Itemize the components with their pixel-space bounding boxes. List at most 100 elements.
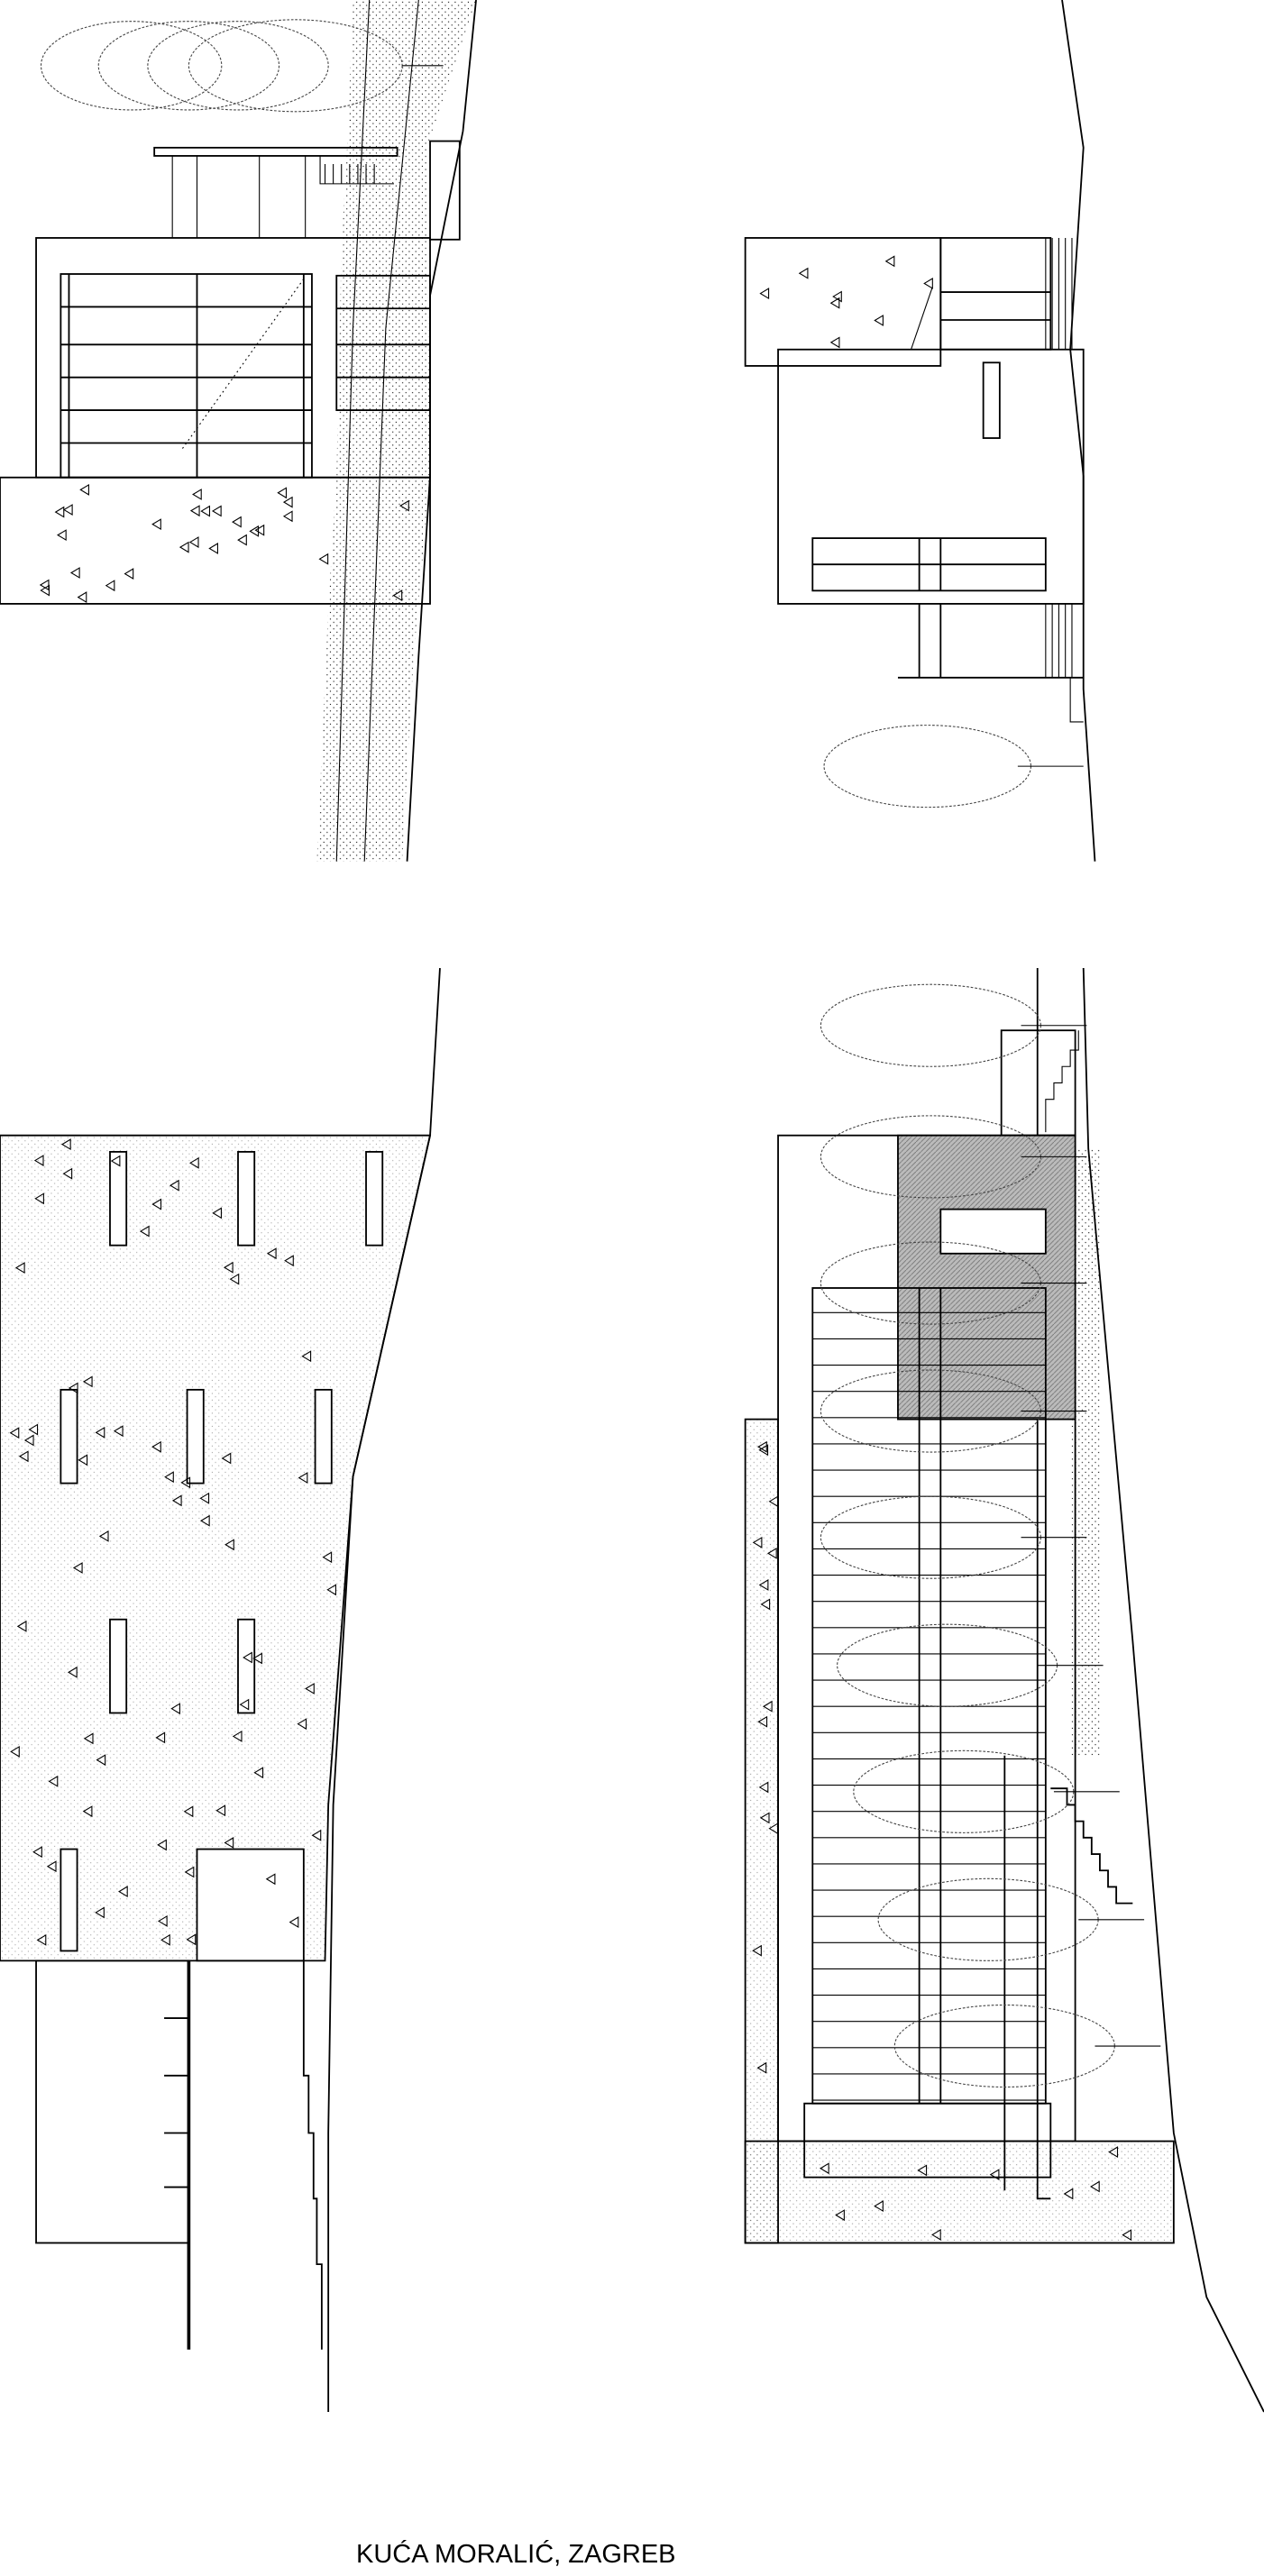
aggregate-mark <box>326 1584 336 1596</box>
aggregate-mark <box>759 1812 770 1824</box>
aggregate-mark <box>9 1427 20 1439</box>
aggregate-mark <box>284 1255 294 1267</box>
aggregate-mark <box>83 1732 94 1745</box>
aggregate-mark <box>757 1715 768 1728</box>
aggregate-mark <box>208 543 218 554</box>
aggregate-mark <box>189 505 200 517</box>
aggregate-mark <box>221 1452 232 1465</box>
aggregate-mark <box>139 1225 150 1238</box>
aggregate-mark <box>224 1837 234 1849</box>
aggregate-mark <box>239 1698 250 1711</box>
aggregate-mark <box>39 579 50 591</box>
aggregate-mark <box>819 2162 829 2175</box>
aggregate-mark <box>110 1155 121 1167</box>
aggregate-mark <box>188 1156 199 1169</box>
aggregate-mark <box>68 1382 78 1394</box>
aggregate-mark <box>752 1536 763 1548</box>
aggregate-mark <box>23 1434 34 1447</box>
aggregate-mark <box>179 541 189 553</box>
aggregate-mark <box>113 1425 124 1438</box>
aggregate-mark <box>759 288 770 300</box>
aggregate-mark <box>762 1700 773 1713</box>
aggregate-mark <box>183 1805 194 1818</box>
aggregate-mark <box>18 1450 29 1463</box>
drawing-title: KUĆA MORALIĆ, ZAGREB <box>356 2540 676 2569</box>
concrete-base <box>0 476 431 605</box>
elevation-top-right <box>744 0 1096 862</box>
aggregate-mark <box>829 297 840 309</box>
aggregate-mark <box>989 2169 1000 2181</box>
aggregate-mark <box>399 499 409 512</box>
elevation-bottom-left <box>0 967 441 2412</box>
aggregate-mark <box>311 1829 322 1841</box>
aggregate-mark <box>223 1261 234 1274</box>
aggregate-mark <box>884 255 895 268</box>
aggregate-mark <box>237 534 247 546</box>
aggregate-mark <box>155 1731 166 1744</box>
aggregate-mark <box>199 1492 210 1504</box>
aggregate-mark <box>931 2228 941 2241</box>
aggregate-mark <box>40 584 50 597</box>
aggregate-mark <box>151 1198 162 1210</box>
aggregate-mark <box>200 505 211 517</box>
aggregate-mark <box>105 580 115 592</box>
aggregate-mark <box>95 1906 105 1919</box>
aggregate-mark <box>232 1730 243 1742</box>
aggregate-mark <box>46 1860 57 1873</box>
aggregate-mark <box>124 568 134 580</box>
aggregate-mark <box>265 1873 276 1886</box>
elevation-bottom-right <box>744 968 1264 2413</box>
aggregate-mark <box>160 1933 170 1946</box>
aggregate-mark <box>72 1562 83 1574</box>
aggregate-mark <box>36 1933 47 1946</box>
aggregate-mark <box>758 1444 769 1457</box>
aggregate-mark <box>184 1866 195 1878</box>
aggregate-mark <box>62 504 73 516</box>
tree-ellipses <box>820 983 1161 2088</box>
aggregate-mark <box>62 1167 73 1180</box>
aggregate-mark <box>289 1916 299 1929</box>
aggregate-mark <box>768 1822 779 1835</box>
tree-ellipse <box>837 1623 1058 1707</box>
aggregate-mark <box>28 1423 39 1436</box>
aggregate-mark <box>756 2061 767 2074</box>
aggregate-mark <box>392 589 403 602</box>
aggregate-mark <box>82 1375 93 1388</box>
aggregate-mark <box>33 1155 44 1166</box>
aggregate-mark <box>757 1440 767 1453</box>
tree-ellipse <box>877 1877 1099 1961</box>
aggregate-mark <box>151 1440 161 1453</box>
aggregate-mark <box>266 1247 277 1260</box>
aggregate-mark <box>829 336 840 349</box>
aggregate-mark <box>34 1192 44 1205</box>
aggregate-mark <box>768 1495 779 1508</box>
aggregate-mark <box>1122 2229 1132 2242</box>
aggregate-mark <box>917 2164 928 2177</box>
aggregate-mark <box>301 1350 312 1363</box>
aggregate-mark <box>277 487 288 499</box>
tree-ellipse <box>820 1495 1041 1579</box>
tree-ellipses <box>40 19 444 113</box>
aggregate-mark <box>180 1476 191 1489</box>
aggregate-mark <box>758 1579 769 1591</box>
aggregate-mark <box>298 1472 308 1484</box>
aggregate-mark <box>82 1805 93 1818</box>
aggregate-mark <box>54 506 65 518</box>
aggregate-mark <box>322 1551 333 1564</box>
aggregate-mark <box>923 278 933 289</box>
aggregate-mark <box>243 1651 252 1664</box>
aggregate-mark <box>164 1471 174 1484</box>
aggregate-mark <box>171 1494 182 1507</box>
aggregate-mark <box>229 1273 240 1285</box>
aggregate-mark <box>798 267 809 279</box>
aggregate-mark <box>232 516 242 528</box>
aggregate-mark <box>16 1620 27 1632</box>
aggregate-mark <box>1090 2180 1100 2193</box>
aggregate-mark <box>60 1138 71 1151</box>
aggregate-mark <box>57 529 67 542</box>
aggregate-mark <box>68 1666 78 1678</box>
aggregate-mark <box>215 1804 226 1817</box>
aggregate-mark <box>192 489 202 500</box>
aggregate-mark <box>212 1207 222 1219</box>
